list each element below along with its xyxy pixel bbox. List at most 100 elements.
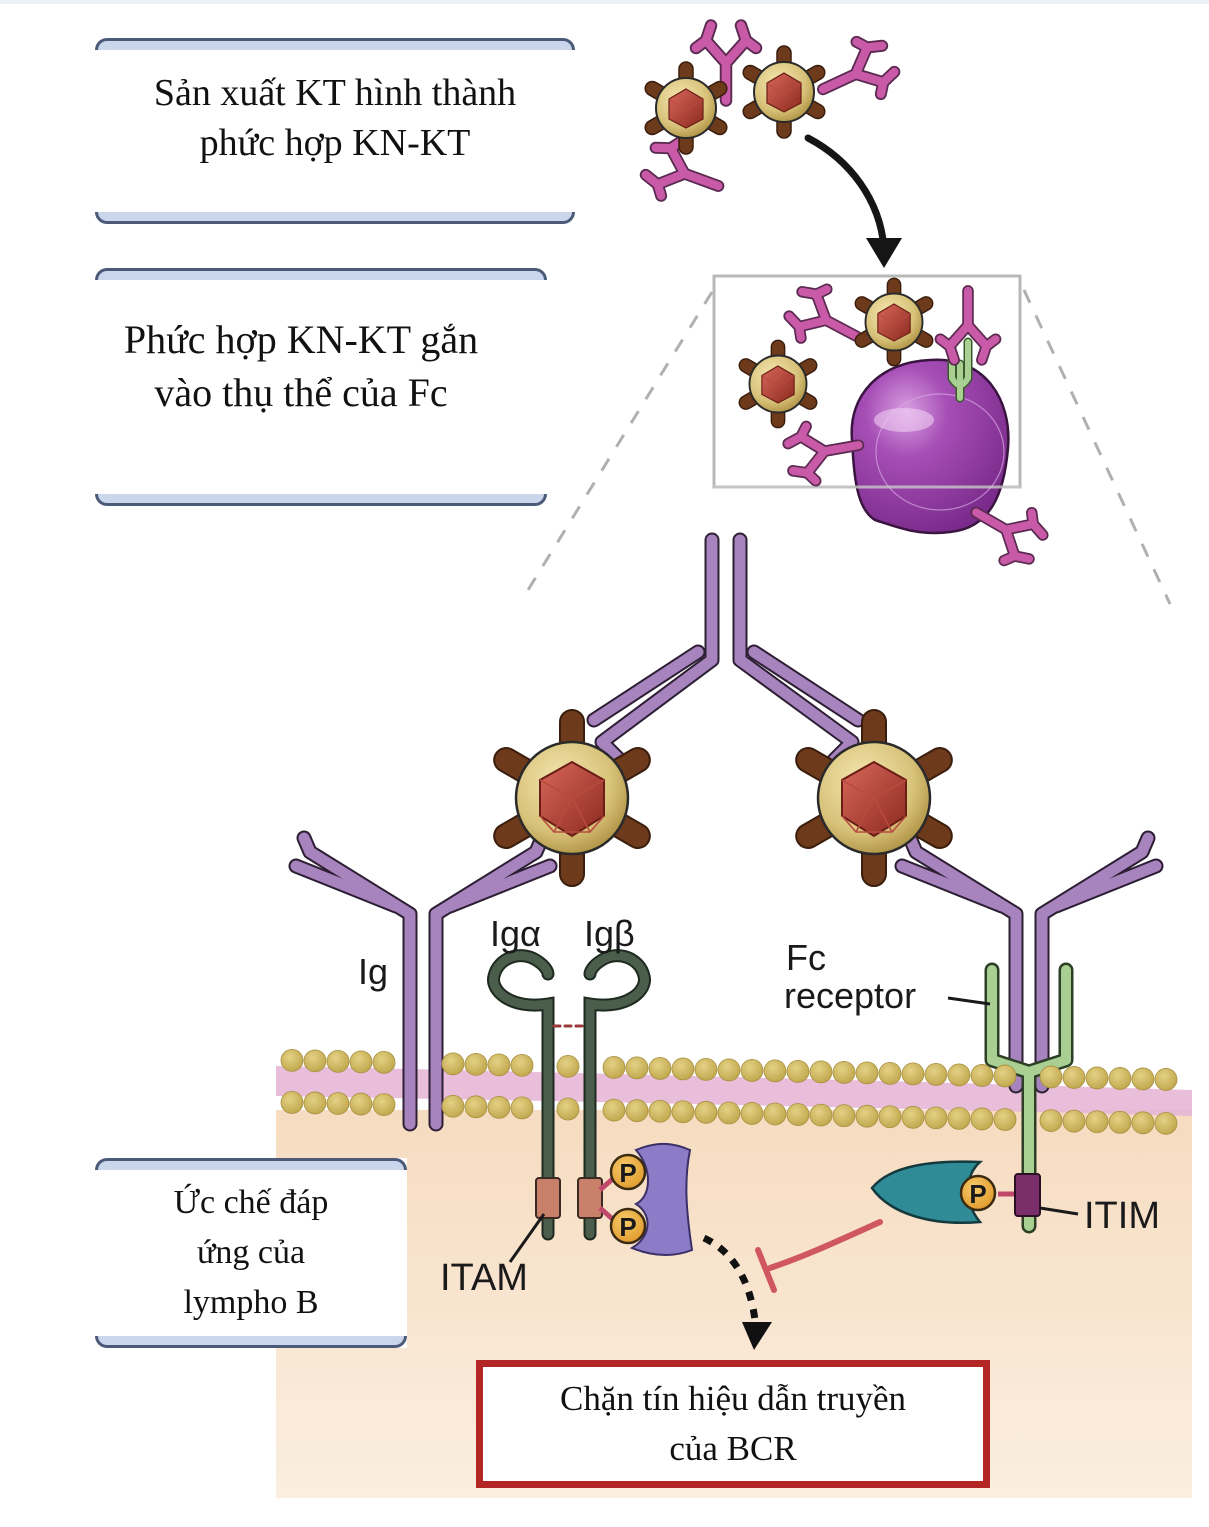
lipid-head — [1108, 1067, 1132, 1090]
label-ig-beta: Igβ — [584, 913, 635, 954]
itim-motif — [1014, 1173, 1041, 1217]
svg-text:P: P — [619, 1158, 636, 1188]
lipid-head — [303, 1049, 327, 1073]
cell-membrane — [276, 1066, 1192, 1116]
lipid-head — [717, 1058, 741, 1082]
lipid-bilayer — [280, 1048, 1178, 1135]
virus-icon — [739, 45, 829, 139]
box-bar-bottom — [95, 1336, 407, 1348]
label-itam: ITAM — [440, 1257, 528, 1299]
phosphate-icon: P — [959, 1174, 997, 1212]
step1-line1: Sản xuất KT hình thành — [153, 71, 517, 114]
fc-pointer — [947, 996, 991, 1006]
lipid-head — [602, 1098, 626, 1122]
lipid-head — [947, 1107, 971, 1130]
lipid-head — [1039, 1065, 1063, 1089]
lipid-head — [1039, 1109, 1063, 1133]
lipid-head — [1131, 1111, 1155, 1135]
lipid-head — [441, 1052, 465, 1076]
lipid-head — [441, 1094, 465, 1118]
lipid-head — [464, 1095, 488, 1119]
result-line1: Chặn tín hiệu dẫn truyền — [559, 1379, 907, 1419]
itim-pointer — [1039, 1206, 1079, 1216]
step-box-b-cell-inhibition: Ức chế đáp ứng của lympho B — [95, 1158, 407, 1348]
lipid-head — [280, 1090, 304, 1114]
lipid-head — [901, 1105, 925, 1129]
phosphate-icon: P — [609, 1207, 647, 1245]
itam-motif — [535, 1177, 561, 1219]
lipid-head — [372, 1050, 396, 1074]
box-bar-top — [95, 268, 547, 280]
lipid-head — [349, 1092, 373, 1116]
lipid-head — [763, 1059, 787, 1083]
lipid-head — [1062, 1066, 1086, 1089]
label-ig: Ig — [358, 951, 388, 992]
phosphate-icon: P — [609, 1153, 647, 1191]
virus-icon — [641, 61, 731, 155]
step2-line1: Phức hợp KN-KT gắn — [123, 317, 479, 363]
top-strip — [0, 0, 1209, 4]
lipid-head — [694, 1057, 718, 1081]
box-bar-top — [95, 1158, 407, 1170]
label-ig-alpha: Igα — [490, 913, 541, 954]
lipid-head — [763, 1102, 787, 1126]
lipid-head — [786, 1059, 810, 1083]
label-fc: Fc — [786, 937, 826, 978]
result-line2: của BCR — [669, 1429, 797, 1468]
lipid-head — [832, 1061, 856, 1084]
lipid-head — [648, 1099, 672, 1123]
lipid-head — [648, 1056, 672, 1080]
lipid-head — [556, 1054, 580, 1078]
lipid-head — [878, 1062, 902, 1085]
step1-line2: phức hợp KN-KT — [199, 122, 471, 164]
label-itim: ITIM — [1084, 1195, 1160, 1237]
label-fc-receptor: receptor — [784, 975, 916, 1016]
lipid-head — [280, 1048, 304, 1072]
curved-arrow-icon — [804, 134, 888, 252]
lipid-head — [487, 1053, 511, 1077]
b-cell-icon — [850, 358, 1010, 535]
step3-line3: lympho B — [183, 1284, 319, 1322]
step-box-fc-binding: Phức hợp KN-KT gắn vào thụ thể của Fc — [95, 268, 547, 506]
lipid-head — [993, 1064, 1017, 1088]
antibody-icon — [783, 280, 870, 361]
lipid-head — [970, 1064, 994, 1087]
zoom-guide-right — [1022, 289, 1172, 605]
b-cell-inset — [526, 276, 1172, 605]
arrow-head-icon — [866, 238, 902, 268]
virus-icon — [735, 339, 821, 429]
itam-pointer — [508, 1213, 546, 1263]
svg-text:P: P — [619, 1212, 636, 1242]
lipid-head — [947, 1063, 971, 1087]
lipid-head — [832, 1104, 856, 1128]
step3-line1: Ức chế đáp — [173, 1183, 329, 1221]
lipid-head — [510, 1096, 534, 1120]
lipid-head — [1062, 1109, 1086, 1133]
itam-motif — [577, 1177, 603, 1219]
lipid-head — [372, 1093, 396, 1116]
antibody-bridge — [288, 532, 1164, 1132]
kinase-icon — [629, 1143, 694, 1256]
lipid-head — [671, 1100, 695, 1124]
signal-arrowhead-icon — [742, 1322, 772, 1350]
lipid-head — [924, 1063, 948, 1086]
lipid-head — [694, 1100, 718, 1124]
inhibition-line — [767, 1219, 883, 1271]
step3-line2: ứng của — [196, 1233, 306, 1271]
lipid-head — [464, 1052, 488, 1076]
signal-arrow — [702, 1234, 760, 1331]
lipid-head — [1154, 1068, 1178, 1091]
lipid-head — [970, 1107, 994, 1131]
ig-alpha-beta — [487, 949, 651, 1241]
lipid-head — [740, 1058, 764, 1082]
lipid-head — [809, 1060, 833, 1084]
step-box-antibody-production: Sản xuất KT hình thành phức hợp KN-KT — [95, 38, 575, 224]
lipid-head — [1108, 1110, 1132, 1134]
result-box-bcr-blocked: Chặn tín hiệu dẫn truyền của BCR — [476, 1360, 990, 1488]
box-bar-bottom — [95, 212, 575, 224]
lipid-head — [1131, 1067, 1155, 1091]
lipid-head — [487, 1095, 511, 1119]
step2-line2: vào thụ thể của Fc — [154, 370, 448, 415]
virus-icon — [851, 277, 937, 367]
lipid-head — [855, 1061, 879, 1085]
